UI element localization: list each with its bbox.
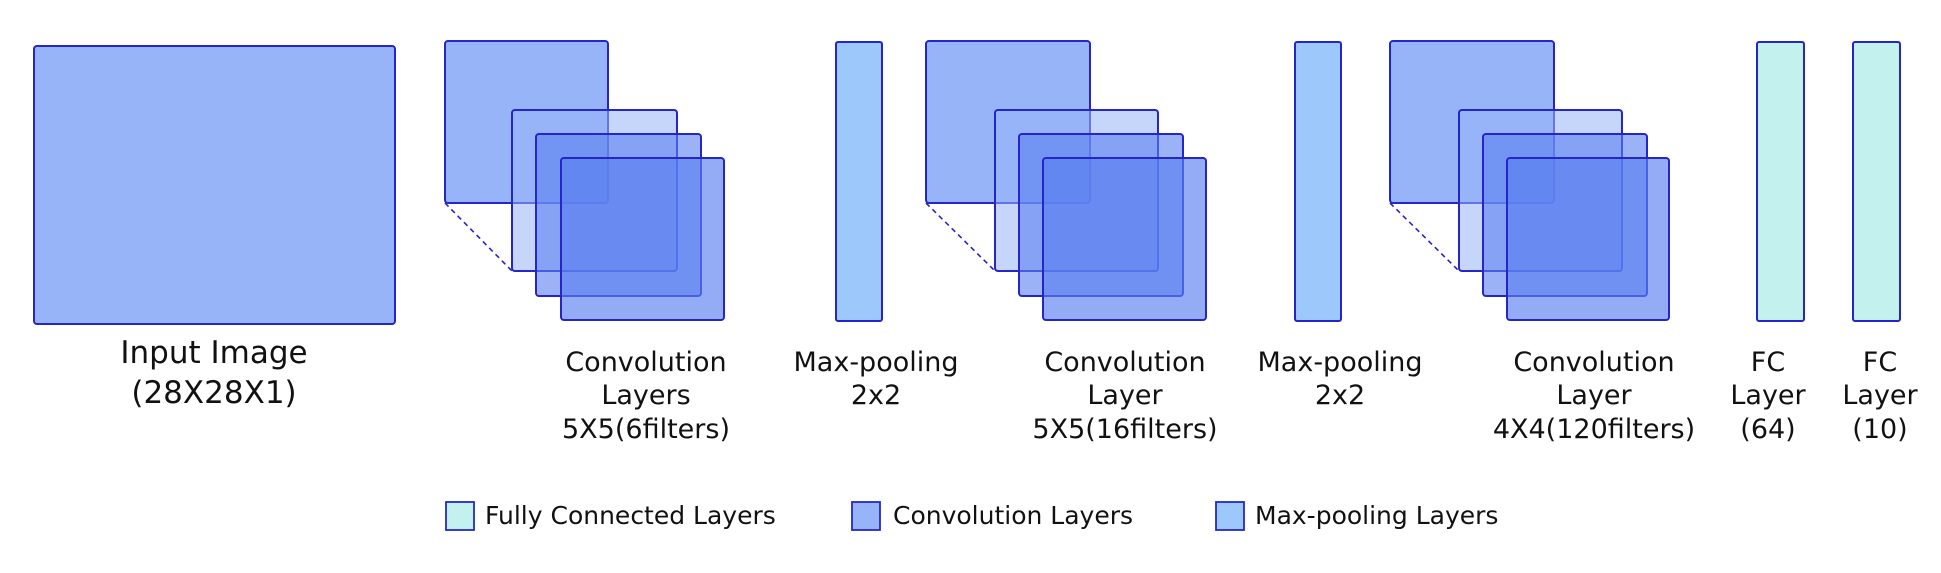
legend-label-fc: Fully Connected Layers (485, 501, 776, 530)
conv1-label-line3: 5X5(6filters) (562, 414, 730, 445)
input-label-line1: Input Image (120, 335, 307, 371)
pool1-label-line2: 2x2 (851, 380, 901, 411)
conv2-feature-map (1042, 157, 1207, 321)
pool1-label-line1: Max-pooling (794, 347, 959, 378)
legend-swatch-pool (1215, 501, 1245, 531)
input-label-line2: (28X28X1) (131, 375, 296, 411)
fc1-label-line1: FC (1751, 347, 1785, 378)
fc1-label-line2: Layer (1730, 380, 1806, 411)
legend-swatch-conv (851, 501, 881, 531)
pool1-block (835, 41, 883, 322)
fc2-label-line3: (10) (1852, 414, 1907, 445)
conv2-label-line2: Layer (1087, 380, 1163, 411)
input-image-block (33, 45, 396, 325)
fc2-label-line1: FC (1863, 347, 1897, 378)
pool2-label-line2: 2x2 (1315, 380, 1365, 411)
conv3-stack (1389, 40, 1670, 321)
conv2-label-line3: 5X5(16filters) (1032, 414, 1217, 445)
conv3-projection-line (1389, 202, 1460, 272)
fc2-block (1852, 41, 1901, 322)
fc1-block (1756, 41, 1805, 322)
conv1-stack (444, 40, 725, 321)
conv1-label-line2: Layers (601, 380, 690, 411)
conv1-feature-map (560, 157, 725, 321)
conv1-projection-line (444, 202, 513, 272)
conv2-stack (925, 40, 1207, 321)
conv3-label-line3: 4X4(120filters) (1493, 414, 1695, 445)
legend: Fully Connected Layers Convolution Layer… (445, 501, 1498, 531)
pool2-label-line1: Max-pooling (1258, 347, 1423, 378)
legend-label-conv: Convolution Layers (893, 501, 1133, 530)
legend-swatch-fc (445, 501, 475, 531)
fc1-label-line3: (64) (1740, 414, 1795, 445)
fc2-label-line2: Layer (1842, 380, 1918, 411)
conv3-label-line2: Layer (1556, 380, 1632, 411)
legend-label-pool: Max-pooling Layers (1255, 501, 1498, 530)
conv3-feature-map (1506, 157, 1670, 321)
conv1-label-line1: Convolution (565, 347, 726, 378)
conv2-projection-line (925, 202, 996, 272)
conv2-label-line1: Convolution (1044, 347, 1205, 378)
conv3-label-line1: Convolution (1513, 347, 1674, 378)
pool2-block (1294, 41, 1342, 322)
